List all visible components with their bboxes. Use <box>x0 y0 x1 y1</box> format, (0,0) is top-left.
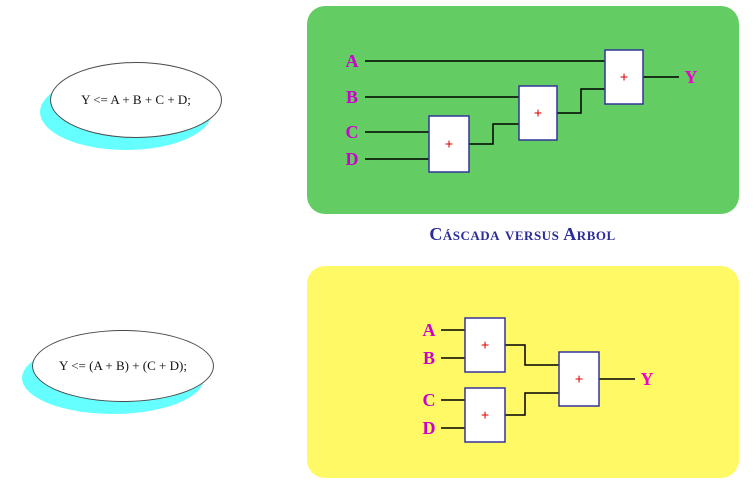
tree-panel: + + + A B C D Y <box>307 266 739 478</box>
tree-input-d-label: D <box>423 418 436 438</box>
tree-adder-top-plus: + <box>481 338 490 354</box>
tree-wire-adder-top-to-final <box>505 344 559 366</box>
cascade-adder1-plus: + <box>445 137 454 153</box>
tree-adder-final-box <box>558 351 600 407</box>
cascade-adder1-box <box>428 115 470 173</box>
cascade-circuit: + + + A B C D Y <box>346 49 698 173</box>
tree-wire-adder-bottom-to-final <box>505 392 559 416</box>
cascade-adder2-box <box>518 85 558 141</box>
cascade-input-b-label: B <box>346 87 358 107</box>
tree-adder-final-plus: + <box>575 372 584 388</box>
cascade-code-bubble: Y <= A + B + C + D; <box>50 62 222 138</box>
cascade-panel: + + + A B C D Y <box>307 6 739 214</box>
cascade-adder3-box <box>604 49 644 105</box>
cascade-input-d-label: D <box>346 149 359 169</box>
cascade-input-a-label: A <box>346 51 359 71</box>
tree-input-a-label: A <box>423 320 436 340</box>
tree-adder-bottom-plus: + <box>481 408 490 424</box>
cascade-code-text: Y <= A + B + C + D; <box>81 92 191 107</box>
cascade-adder2-plus: + <box>534 106 543 122</box>
cascade-input-c-label: C <box>346 122 359 142</box>
tree-input-c-label: C <box>423 390 436 410</box>
tree-output-y-label: Y <box>641 369 654 389</box>
cascade-wire-adder2-to-adder3 <box>557 88 605 114</box>
tree-circuit: + + + A B C D Y <box>423 317 654 443</box>
section-title: Cáscada versus Arbol <box>429 224 616 244</box>
tree-adder-bottom-box <box>464 387 506 443</box>
cascade-adder3-plus: + <box>620 70 629 86</box>
tree-code-text: Y <= (A + B) + (C + D); <box>59 358 187 373</box>
tree-adder-top-box <box>464 317 506 373</box>
tree-input-b-label: B <box>423 348 435 368</box>
tree-code-bubble: Y <= (A + B) + (C + D); <box>32 330 214 402</box>
cascade-output-y-label: Y <box>685 67 698 87</box>
cascade-wire-adder1-to-adder2 <box>469 123 519 145</box>
